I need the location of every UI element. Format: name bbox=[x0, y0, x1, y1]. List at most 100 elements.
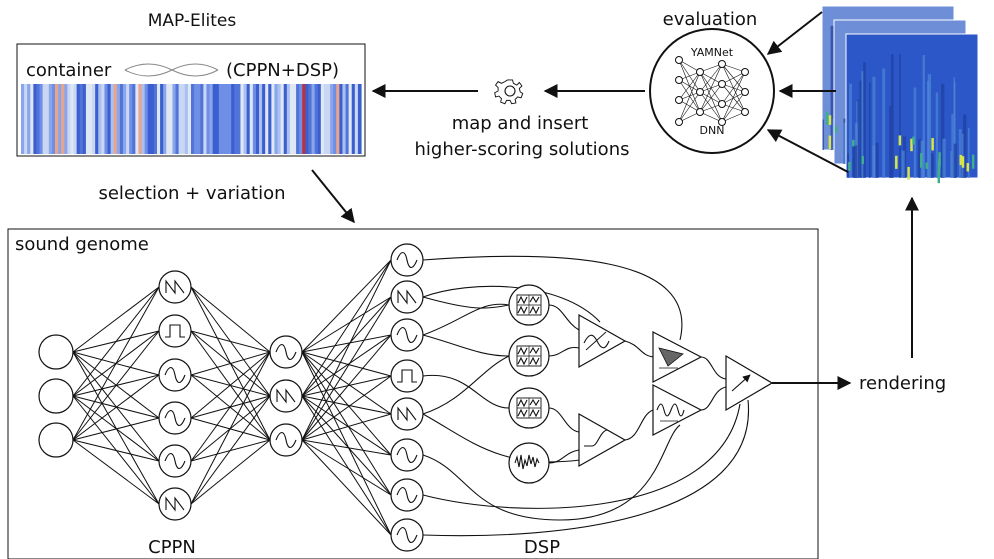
heatmap-cell bbox=[336, 84, 340, 154]
heatmap-cell bbox=[296, 84, 300, 154]
dsp-wire bbox=[422, 255, 683, 341]
heatmap-cell bbox=[194, 84, 198, 154]
network-edge bbox=[301, 413, 392, 441]
heatmap-cell bbox=[187, 84, 192, 154]
heatmap-cell bbox=[116, 84, 121, 154]
heatmap-cell bbox=[138, 84, 143, 154]
dsp-input-node bbox=[390, 438, 424, 472]
evaluation-title: evaluation bbox=[663, 9, 758, 30]
network-edge bbox=[190, 351, 271, 419]
dnn-node bbox=[675, 118, 683, 126]
heatmap-cell bbox=[240, 84, 245, 154]
dnn-edge bbox=[721, 71, 746, 85]
dsp-wire bbox=[548, 304, 580, 331]
network-edge bbox=[301, 259, 392, 353]
dnn-node bbox=[741, 68, 749, 76]
heatmap-cell bbox=[215, 84, 220, 154]
dnn-node bbox=[741, 108, 749, 116]
heatmap-cell bbox=[259, 84, 263, 154]
network-edge bbox=[190, 439, 271, 505]
network-edge bbox=[301, 439, 392, 536]
heatmap-cell bbox=[163, 84, 167, 154]
network-edge bbox=[301, 375, 392, 441]
selection-variation-label: selection + variation bbox=[98, 183, 285, 204]
heatmap-cell bbox=[265, 84, 269, 154]
network-edge bbox=[301, 296, 392, 353]
heatmap-cell bbox=[147, 84, 152, 154]
dnn-edge bbox=[678, 59, 701, 73]
heatmap-cell bbox=[191, 84, 195, 154]
heatmap-cell bbox=[70, 84, 75, 154]
heatmap-cell bbox=[123, 84, 127, 154]
heatmap-cell bbox=[262, 84, 266, 154]
network-edge bbox=[301, 351, 392, 496]
heatmap-cell bbox=[160, 84, 164, 154]
heatmap-cell bbox=[85, 84, 90, 154]
heatmap-cell bbox=[206, 84, 211, 154]
network-edge bbox=[301, 296, 392, 397]
dsp-wire bbox=[700, 386, 727, 411]
dnn-edge bbox=[721, 71, 746, 123]
heatmap-cell bbox=[212, 84, 217, 154]
heatmap-cell bbox=[175, 84, 180, 154]
heatmap-cell bbox=[323, 84, 328, 154]
evaluation-network: YAMNet DNN bbox=[649, 28, 775, 154]
cppn-hidden-node bbox=[158, 270, 192, 304]
heatmap-cell bbox=[197, 84, 201, 154]
wave-table-node bbox=[508, 284, 550, 326]
dnn-edge bbox=[699, 71, 723, 123]
heatmap-cell bbox=[225, 84, 229, 154]
heatmap-cell bbox=[277, 84, 282, 154]
heatmap-cell bbox=[286, 84, 291, 154]
container-wave bbox=[124, 63, 219, 77]
dsp-wire bbox=[548, 407, 580, 433]
heatmap-cell bbox=[79, 84, 84, 154]
network-edge bbox=[301, 296, 392, 441]
network-edge bbox=[301, 334, 392, 441]
cppn-hidden-node bbox=[158, 444, 192, 478]
dsp-wire bbox=[422, 355, 510, 415]
heatmap-cell bbox=[221, 84, 226, 154]
network-edge bbox=[72, 417, 160, 441]
output-gain-unit bbox=[725, 354, 774, 412]
network-edge bbox=[301, 334, 392, 397]
dsp-wire bbox=[422, 303, 510, 336]
network-edge bbox=[301, 439, 392, 456]
heatmap-cell bbox=[249, 84, 254, 154]
container-heatmap bbox=[21, 84, 362, 154]
spectrogram-stack bbox=[821, 5, 979, 184]
dnn-edge bbox=[721, 91, 746, 123]
heatmap-cell bbox=[129, 84, 133, 154]
network-connections bbox=[72, 259, 392, 536]
cppn-output-node bbox=[269, 379, 303, 413]
heatmap-cell bbox=[172, 84, 177, 154]
dnn-edge bbox=[678, 91, 701, 123]
dsp-wire bbox=[422, 424, 681, 521]
dnn-edge bbox=[699, 83, 723, 113]
filter-unit bbox=[578, 313, 627, 369]
spectrogram-image bbox=[845, 33, 979, 184]
cppn-hidden-node bbox=[158, 358, 192, 392]
heatmap-cell bbox=[58, 84, 62, 154]
heatmap-cell bbox=[289, 84, 294, 154]
heatmap-cell bbox=[51, 84, 56, 154]
heatmap-cell bbox=[119, 84, 124, 154]
container-label: container bbox=[26, 60, 112, 81]
network-edge bbox=[301, 334, 392, 353]
heatmap-cell bbox=[274, 84, 279, 154]
heatmap-cell bbox=[153, 84, 158, 154]
map-elites-container: container (CPPN+DSP) bbox=[16, 43, 366, 157]
network-edge bbox=[72, 439, 160, 505]
dnn-node bbox=[696, 68, 704, 76]
network-edge bbox=[190, 351, 271, 462]
heatmap-cell bbox=[252, 84, 257, 154]
heatmap-cell bbox=[82, 84, 87, 154]
distortion-unit bbox=[652, 331, 703, 383]
dnn-edge bbox=[699, 63, 723, 93]
heatmap-cell bbox=[280, 84, 285, 154]
heatmap-cell bbox=[268, 84, 272, 154]
heatmap-cell bbox=[228, 84, 232, 154]
heatmap-cell bbox=[64, 84, 68, 154]
network-edge bbox=[301, 351, 392, 415]
heatmap-cell bbox=[200, 84, 204, 154]
